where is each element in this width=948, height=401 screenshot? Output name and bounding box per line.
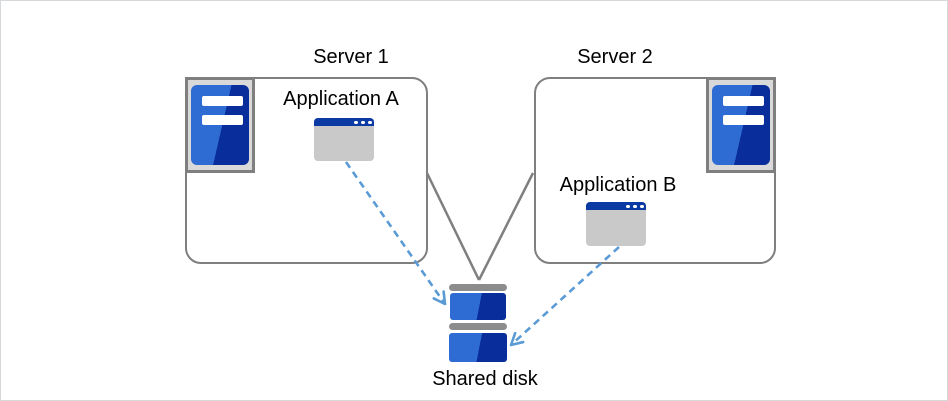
window-dot-icon [640,204,644,208]
disk-platter [450,293,506,320]
disk-cap [449,284,507,291]
window-dot-icon [361,120,365,124]
window-dot-icon [626,204,630,208]
server1-icon-frame [185,77,255,173]
connector-line-server1-disk [425,172,481,281]
app-window-icon-a [314,118,374,161]
window-dot-icon [354,120,358,124]
server-slot-bar [202,96,243,106]
server-slot-bar [723,115,764,125]
window-titlebar [586,202,646,210]
disk-cap [449,323,507,330]
server2-icon-frame [706,77,776,173]
shared-disk-label: Shared disk [432,368,538,390]
server-tower-icon [191,85,249,165]
disk-platter [449,333,507,362]
disk-stack-icon [449,284,507,362]
window-dot-icon [368,120,372,124]
server1-label: Server 1 [313,46,389,68]
server-slot-bar [202,115,243,125]
app-window-icon-b [586,202,646,246]
connector-line-server2-disk [477,172,535,281]
server-tower-icon [712,85,770,165]
window-dot-icon [633,204,637,208]
window-titlebar [314,118,374,126]
server2-label: Server 2 [577,46,653,68]
application-b-label: Application B [559,174,677,196]
application-a-label: Application A [283,88,399,110]
server-slot-bar [723,96,764,106]
